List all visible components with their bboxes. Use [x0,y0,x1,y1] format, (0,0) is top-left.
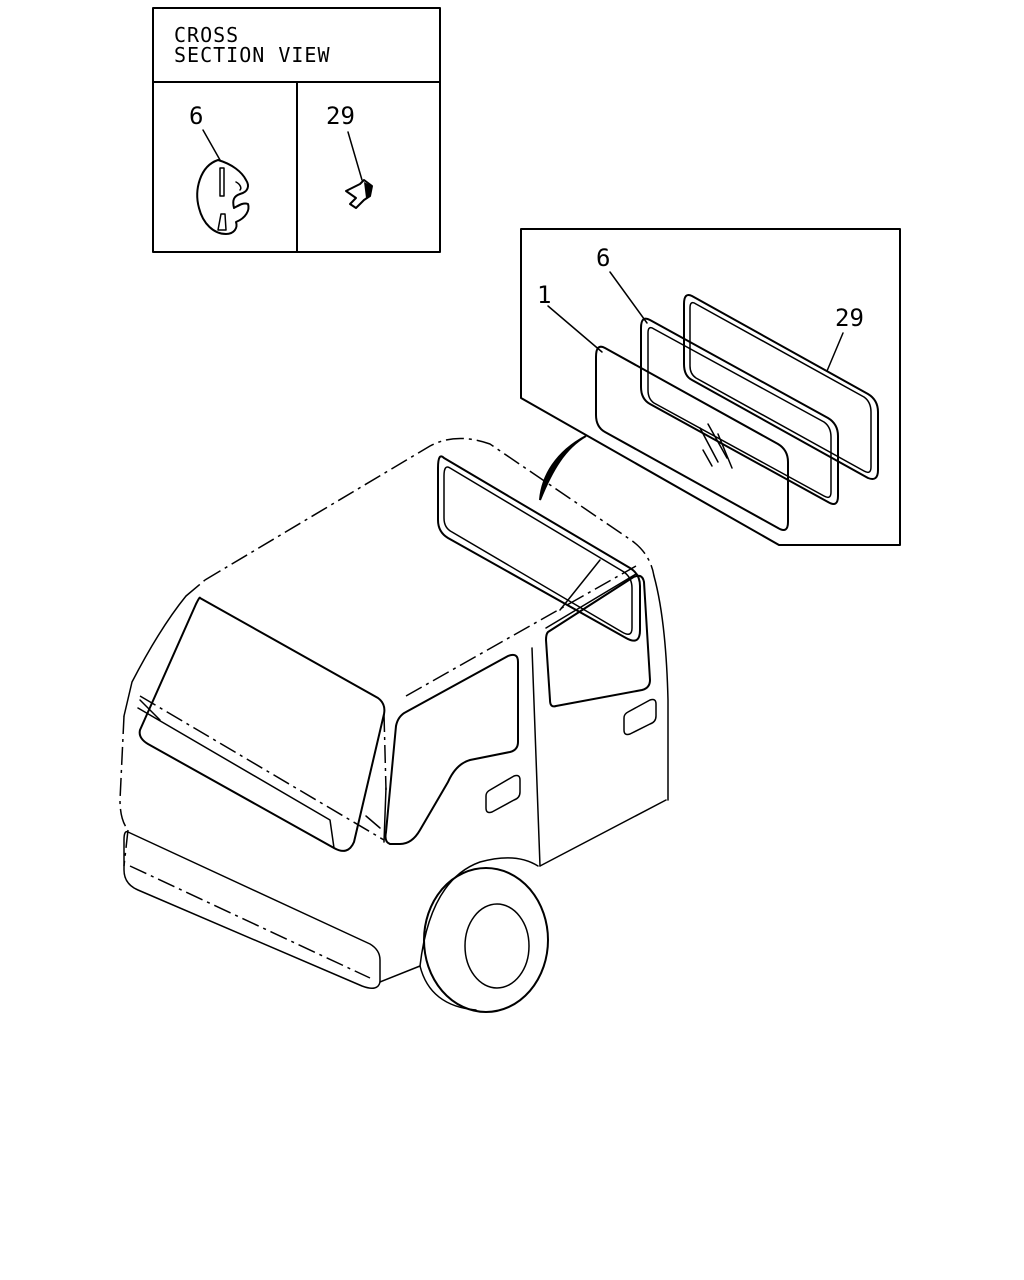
section-label-filler: 29 [326,102,355,130]
filler-section-profile [345,179,373,209]
exploded-view-box: 1 6 29 [520,228,901,546]
leader-weatherstrip [609,271,648,324]
cross-section-view-box: CROSS SECTION VIEW 6 29 [152,7,441,253]
rear-window-glass-outline [595,345,789,531]
leader-filler [826,332,844,372]
weatherstrip-section-profile [196,159,250,235]
installation-arrow [539,435,587,501]
filler-strip-outline [683,294,879,480]
label-glass: 1 [537,281,551,309]
weatherstrip-outline [640,317,839,505]
label-filler: 29 [835,304,864,332]
section-leader-filler [347,131,363,181]
cross-section-title-line1: CROSS [174,23,239,47]
section-leader-weatherstrip [202,129,221,161]
cross-section-title-line2: SECTION VIEW [174,43,331,67]
label-weatherstrip: 6 [596,244,610,272]
section-label-weatherstrip: 6 [189,102,203,130]
leader-glass [547,305,603,353]
truck-cab-illustration [119,437,669,1013]
